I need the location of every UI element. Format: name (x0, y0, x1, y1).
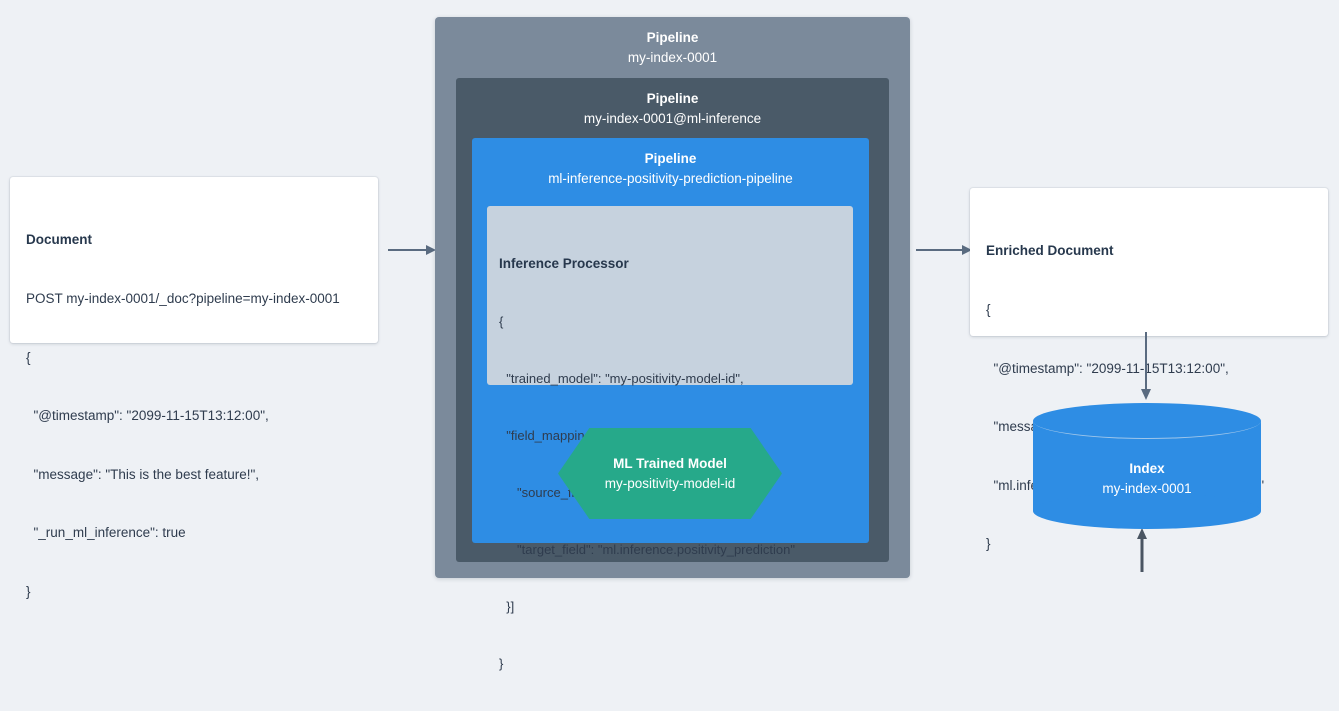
inference-processor-card: Inference Processor { "trained_model": "… (487, 206, 853, 671)
index-cylinder: Index my-index-0001 (1033, 403, 1261, 529)
pipeline-inner-header: Pipeline ml-inference-positivity-predict… (472, 138, 869, 189)
document-card-line-4: "_run_ml_inference": true (26, 525, 186, 540)
document-card-line-0: POST my-index-0001/_doc?pipeline=my-inde… (26, 291, 340, 306)
enriched-document-line-4: } (986, 536, 991, 551)
document-card-line-3: "message": "This is the best feature!", (26, 466, 260, 482)
enriched-document-line-0: { (986, 302, 991, 317)
arrow-document-to-pipeline-icon (388, 245, 436, 255)
inference-processor-title: Inference Processor (499, 256, 629, 271)
inference-processor-line-6: } (499, 656, 504, 671)
enriched-document-title: Enriched Document (986, 243, 1114, 258)
document-card-line-2: "@timestamp": "2099-11-15T13:12:00", (26, 408, 269, 423)
pipeline-outer-header: Pipeline my-index-0001 (435, 17, 910, 68)
index-cylinder-top-ellipse (1033, 403, 1261, 439)
inference-processor-line-5: }] (499, 599, 515, 614)
document-card: Document POST my-index-0001/_doc?pipelin… (10, 177, 378, 599)
diagram-canvas: Document POST my-index-0001/_doc?pipelin… (10, 17, 1328, 671)
pipeline-outer-label: Pipeline (646, 30, 699, 45)
pipeline-inner: Pipeline ml-inference-positivity-predict… (472, 138, 1147, 671)
pipeline-outer-value: my-index-0001 (627, 50, 718, 65)
inference-processor-line-4: "target_field": "ml.inference.positivity… (499, 542, 795, 557)
arrow-enriched-to-index-icon (1141, 332, 1151, 400)
pipeline-middle-value: my-index-0001@ml-inference (583, 111, 762, 126)
document-card-line-5: } (26, 583, 31, 599)
ml-trained-model-hexagon: ML Trained Model my-positivity-model-id (558, 428, 782, 519)
enriched-document-card: Enriched Document { "@timestamp": "2099-… (970, 188, 1328, 551)
index-label: Index (1129, 461, 1165, 476)
inference-processor-line-0: { (499, 314, 504, 329)
pipeline-outer: Pipeline my-index-0001 Pipeline my-index… (435, 17, 1147, 671)
ml-trained-model-label: ML Trained Model (613, 455, 727, 471)
document-card-line-1: { (26, 349, 31, 365)
pipeline-middle-label: Pipeline (646, 91, 699, 106)
arrow-pipeline-to-enriched-icon (916, 245, 972, 255)
ml-trained-model-value: my-positivity-model-id (604, 475, 736, 491)
pipeline-inner-label: Pipeline (644, 151, 697, 166)
index-value: my-index-0001 (1102, 481, 1192, 496)
inference-processor-line-1: "trained_model": "my-positivity-model-id… (499, 371, 744, 386)
pipeline-middle: Pipeline my-index-0001@ml-inference Pipe… (456, 78, 1147, 671)
enriched-document-line-1: "@timestamp": "2099-11-15T13:12:00", (986, 360, 1229, 376)
arrow-model-to-processor-icon (1137, 528, 1147, 572)
pipeline-middle-header: Pipeline my-index-0001@ml-inference (456, 78, 889, 129)
index-cylinder-text: Index my-index-0001 (1033, 459, 1261, 499)
document-card-title: Document (26, 232, 93, 247)
index-cylinder-bottom-ellipse (1033, 493, 1261, 529)
pipeline-inner-value: ml-inference-positivity-prediction-pipel… (548, 171, 793, 186)
